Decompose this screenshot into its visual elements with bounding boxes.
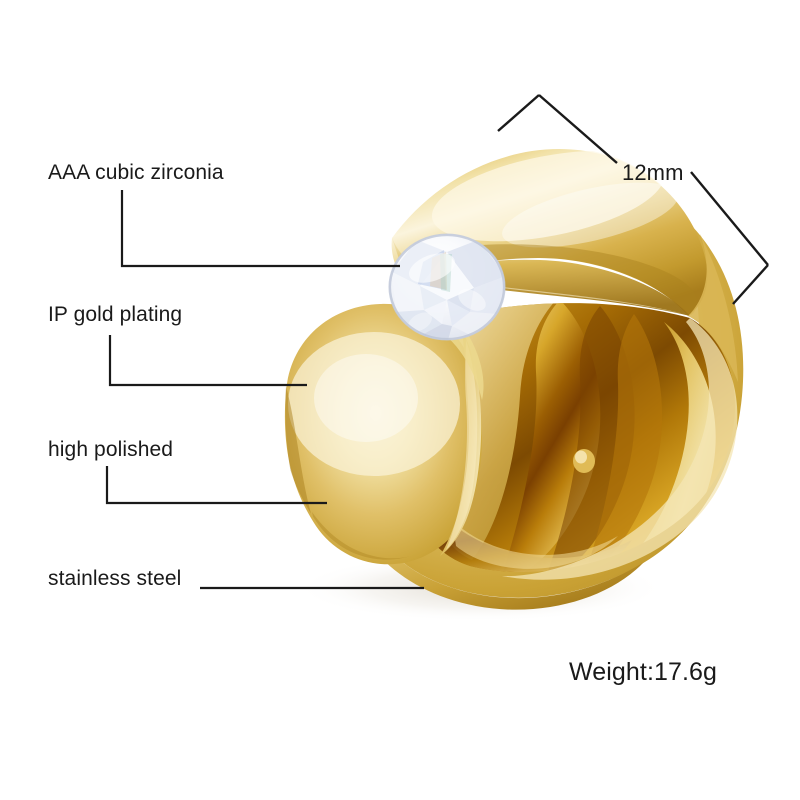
leader-line-cubic-zirconia (120, 190, 400, 268)
annotation-label-stainless-steel: stainless steel (48, 567, 182, 590)
weight-label: Weight:17.6g (569, 658, 718, 686)
annotation-label-cubic-zirconia: AAA cubic zirconia (48, 161, 224, 184)
annotation-label-high-polished: high polished (48, 438, 174, 461)
ring-bore-rim (502, 318, 738, 580)
ring-top-connector (688, 234, 738, 382)
ring-top-lobe-edge (392, 238, 690, 316)
annotation-label-ip-gold-plating: IP gold plating (48, 303, 183, 326)
leader-line-high-polished (105, 466, 327, 505)
leader-line-ip-gold-plating (108, 335, 307, 387)
dimension-label-12mm: 12mm (622, 160, 684, 185)
dimension-line-12mm (497, 94, 769, 305)
ring-left-lobe-edge-highlight (446, 340, 478, 550)
cubic-zirconia-gem (388, 233, 506, 341)
ring-inner-bump-highlight (575, 450, 587, 464)
